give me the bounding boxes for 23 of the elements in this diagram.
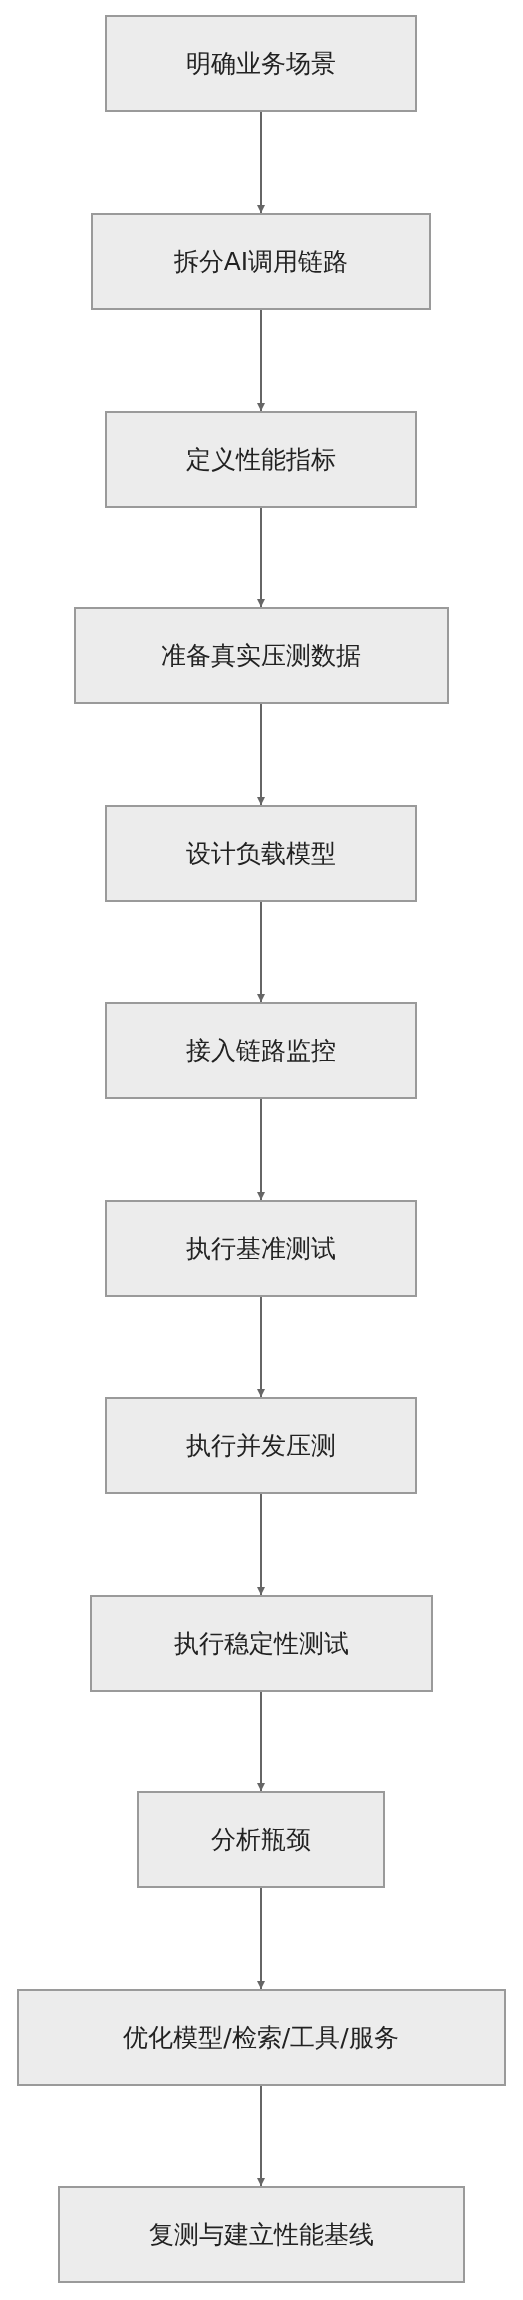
process-box: 准备真实压测数据 bbox=[73, 607, 449, 704]
arrow bbox=[257, 2085, 265, 2187]
process-box: 明确业务场景 bbox=[105, 15, 417, 112]
arrow bbox=[257, 111, 265, 214]
process-box: 执行基准测试 bbox=[105, 1200, 417, 1297]
arrow bbox=[257, 1296, 265, 1398]
process-box: 复测与建立性能基线 bbox=[57, 2186, 465, 2283]
process-box: 执行并发压测 bbox=[105, 1397, 417, 1494]
arrow bbox=[257, 901, 265, 1003]
process-box: 拆分AI调用链路 bbox=[91, 213, 431, 310]
process-box: 接入链路监控 bbox=[105, 1002, 417, 1099]
arrow bbox=[257, 507, 265, 608]
process-box: 分析瓶颈 bbox=[137, 1791, 385, 1888]
process-box: 定义性能指标 bbox=[105, 411, 417, 508]
arrow bbox=[257, 309, 265, 412]
process-box: 优化模型/检索/工具/服务 bbox=[16, 1989, 506, 2086]
arrow bbox=[257, 703, 265, 806]
arrow bbox=[257, 1493, 265, 1596]
process-box: 设计负载模型 bbox=[105, 805, 417, 902]
arrow bbox=[257, 1098, 265, 1201]
arrow bbox=[257, 1887, 265, 1990]
arrow bbox=[257, 1691, 265, 1792]
process-box: 执行稳定性测试 bbox=[89, 1595, 433, 1692]
